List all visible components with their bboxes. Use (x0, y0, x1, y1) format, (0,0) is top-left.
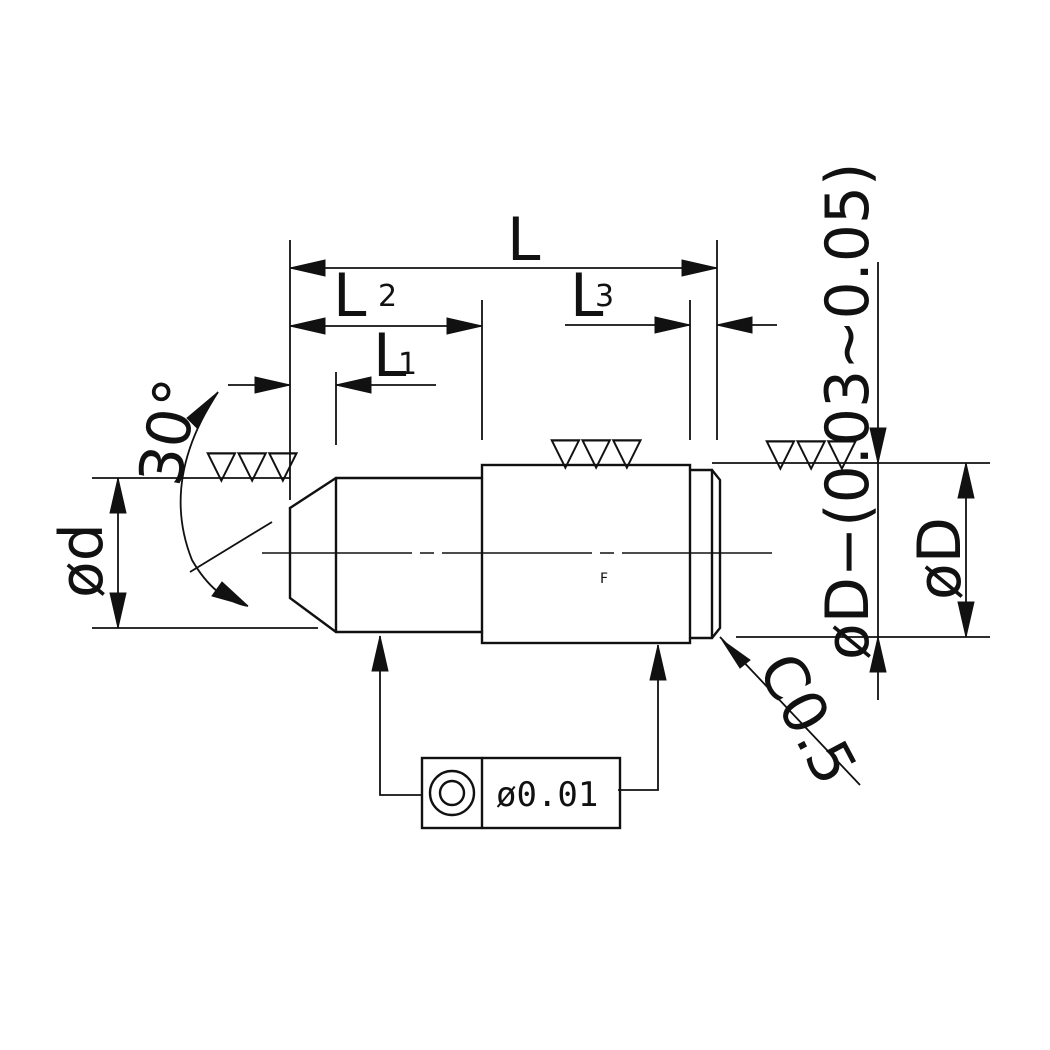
dim-L3: L 3 (565, 261, 777, 334)
dim-fit-diameter-label: øD−(0.03~0.05) (813, 163, 883, 660)
dim-L1-index: 1 (398, 347, 417, 382)
feature-control-frame: ø0.01 (420, 756, 622, 830)
dim-small-diameter-label: ød (47, 523, 117, 598)
dim-L1-label: L (373, 321, 407, 391)
dim-L: L (289, 205, 718, 277)
dim-fit-diameter: øD−(0.03~0.05) (813, 163, 887, 700)
dim-L-label: L (507, 205, 541, 275)
surface-finish-body: ▽▽▽ (550, 429, 643, 475)
dim-L1: L 1 (228, 321, 436, 394)
surface-finish-tip: ▽▽▽ (206, 442, 299, 488)
dim-L2: L 2 (289, 261, 483, 335)
dim-chamfer-angle: 30° (126, 374, 273, 607)
dim-small-diameter: ød (47, 477, 127, 629)
dim-angle-label: 30° (126, 374, 213, 491)
surface-finish-marks: ▽▽▽ ▽▽▽ ▽▽▽ (206, 429, 858, 488)
dim-L2-index: 2 (378, 279, 397, 314)
concentricity-icon (428, 769, 476, 817)
dim-large-diameter-label: øD (905, 517, 975, 600)
dim-edge-chamfer-label: C0.5 (744, 642, 870, 796)
fcf-leaders (371, 635, 667, 796)
fcf-tolerance: ø0.01 (496, 775, 598, 815)
dim-L2-label: L (333, 261, 367, 331)
extension-lines (92, 240, 990, 638)
surface-finish-fit: ▽▽▽ (765, 430, 858, 476)
dim-L3-label: L (570, 261, 604, 331)
pin-outline (288, 463, 722, 645)
dim-large-diameter: øD (905, 462, 975, 638)
center-mark: F (600, 571, 608, 587)
dim-L3-index: 3 (595, 279, 614, 314)
